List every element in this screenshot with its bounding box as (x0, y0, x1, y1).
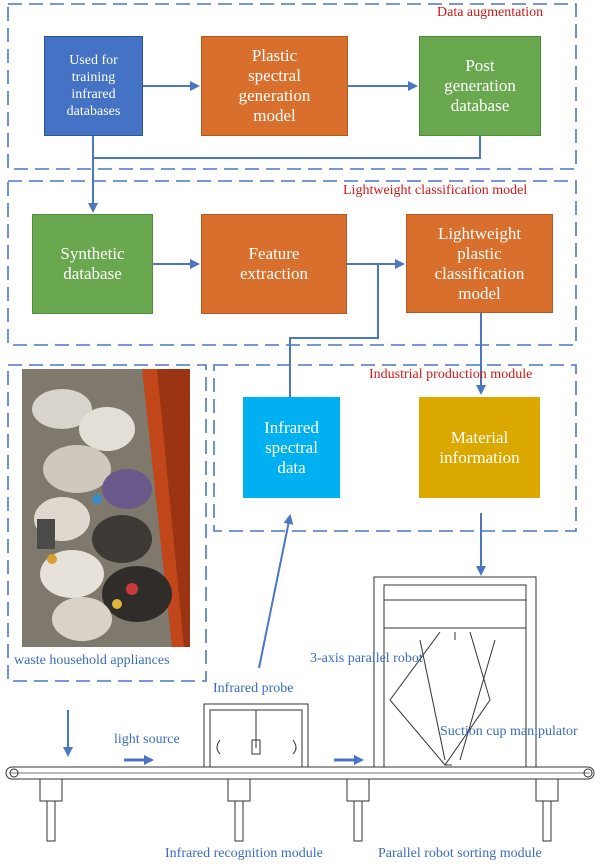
infrared-probe-label: Infrared probe (213, 681, 294, 696)
industrial-production-frame (213, 364, 577, 532)
material-information-box: Material information (419, 397, 540, 498)
lightweight-classification-model-box: Lightweight plastic classification model (406, 214, 553, 313)
suction-cup-label: Suction cup manipulator (440, 724, 578, 739)
connector-infrared-to-lightweight (289, 264, 379, 397)
feature-extraction-box: Feature extraction (201, 214, 347, 314)
plastic-spectral-model-box: Plastic spectral generation model (201, 36, 348, 136)
synthetic-database-box: Synthetic database (32, 214, 153, 314)
waste-appliances-photo (22, 369, 190, 647)
parallel-robot-label: 3-axis parallel robot (310, 651, 423, 666)
infrared-spectral-data-box: Infrared spectral data (243, 397, 340, 498)
waste-appliances-label: waste household appliances (14, 653, 170, 668)
section-title-lightweight-classification: Lightweight classification model (343, 183, 528, 198)
arrow-probe-to-infrared (258, 514, 294, 669)
post-generation-database-box: Post generation database (419, 36, 541, 136)
parallel-robot-sorting-module-label: Parallel robot sorting module (378, 846, 542, 861)
training-database-box: Used for training infrared databases (44, 36, 143, 136)
data-augmentation-frame (7, 3, 577, 170)
section-title-data-augmentation: Data augmentation (437, 5, 544, 20)
section-title-industrial-production: Industrial production module (369, 367, 533, 382)
waste-frame (7, 364, 207, 682)
connector-post-to-synthetic (93, 136, 481, 159)
conveyor-drawing (5, 576, 595, 842)
infrared-recognition-module-label: Infrared recognition module (165, 846, 323, 861)
lightweight-classification-frame (7, 180, 577, 346)
light-source-label: light source (114, 732, 180, 747)
